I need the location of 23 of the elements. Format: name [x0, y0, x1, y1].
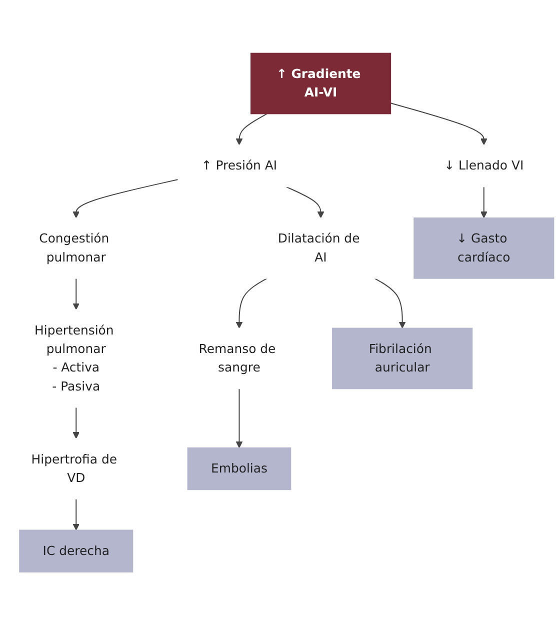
arrow — [236, 388, 243, 448]
arrow — [236, 113, 268, 146]
arrow — [286, 186, 324, 218]
node-text: Hipertrofia de VD — [31, 452, 117, 485]
node-box: IC derecha — [19, 530, 134, 572]
node-box: Fibrilación auricular — [332, 328, 473, 389]
node-box: ↓ Gasto cardíaco — [414, 217, 554, 279]
arrow — [390, 102, 488, 146]
node-text: ↓ Llenado VI — [444, 158, 524, 173]
node-text: ↑ Presión AI — [201, 158, 278, 173]
arrow — [72, 278, 80, 310]
node-box: ↑ Gradiente AI-VI — [250, 52, 392, 114]
node-text: Hipertensión pulmonar - Activa - Pasiva — [34, 322, 114, 394]
arrow — [236, 278, 268, 328]
node-box: Embolias — [187, 447, 292, 490]
node-text: Dilatación de AI — [278, 230, 360, 264]
arrow — [72, 178, 178, 218]
arrow — [72, 498, 80, 530]
arrow — [374, 278, 406, 328]
node-text: Congestión pulmonar — [39, 230, 110, 264]
arrow — [480, 186, 488, 218]
node-text: Remanso de sangre — [198, 341, 276, 375]
arrow — [72, 407, 80, 439]
